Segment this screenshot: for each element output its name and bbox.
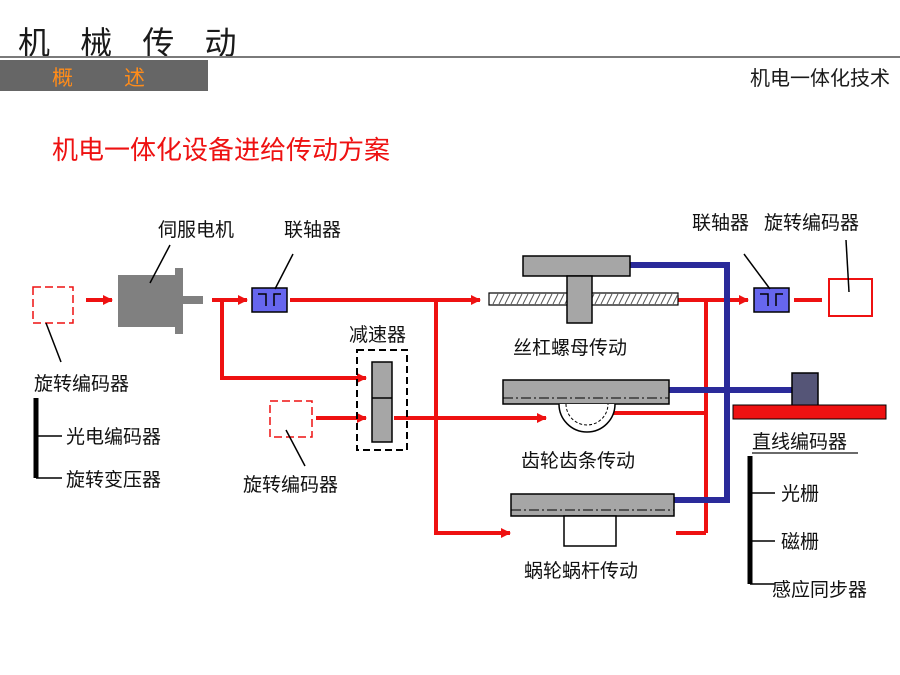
label-coupling-2: 联轴器 [692,212,749,234]
leader-coupling-1 [274,253,294,290]
label-coupling-1: 联轴器 [284,219,341,241]
header-divider [0,56,900,58]
linear-encoder-scale [732,404,887,420]
arrow-to-reducer [220,300,367,383]
screw-nut [566,275,593,324]
label-inductosyn: 感应同步器 [772,579,867,601]
label-rotary-encoder-left: 旋转编码器 [34,373,129,395]
servo-motor-shaft [183,296,203,304]
header-subtitle-first: 概 [52,66,73,90]
feedback-line-screw [628,262,730,503]
label-linear-encoder: 直线编码器 [752,431,847,453]
header-title: 机 械 传 动 [18,24,247,62]
label-servo-motor: 伺服电机 [158,219,234,241]
label-rotary-encoder-mid: 旋转编码器 [243,474,338,496]
coupling-2-icon [753,287,790,313]
label-rack-pinion: 齿轮齿条传动 [521,450,635,472]
coupling-1-icon [251,287,288,313]
label-grating: 光栅 [781,483,819,505]
label-magnetic-scale: 磁栅 [781,531,819,553]
rotary-encoder-left-box [32,286,74,324]
leader-encoder-mid [285,429,306,467]
pinion-gear [558,403,616,433]
header-section-bar [0,60,208,91]
servo-motor-flange [175,268,183,334]
label-reducer: 减速器 [349,324,406,346]
worm-wheel [563,515,617,547]
servo-motor-body [118,275,176,327]
label-rotary-encoder-top: 旋转编码器 [764,212,859,234]
label-resolver: 旋转变压器 [66,469,161,491]
linear-encoder-reader [791,372,819,408]
rotary-encoder-mid-box [269,400,313,438]
label-ball-screw: 丝杠螺母传动 [513,337,627,359]
screw-table [522,255,631,277]
page-title: 机电一体化设备进给传动方案 [52,136,391,166]
rotary-encoder-right-box [828,278,873,317]
reducer-frame [356,349,408,451]
leader-servo-motor [149,244,171,284]
rack-bar [502,379,670,405]
leader-encoder-right [845,239,850,293]
leader-encoder-left [45,322,62,363]
reducer-gear [371,361,393,443]
leader-coupling-2 [743,253,771,290]
header-subtitle-second: 述 [124,66,145,90]
header-course-name: 机电一体化技术 [750,66,890,90]
arrow-to-worm [434,300,511,538]
label-worm-gear: 蜗轮蜗杆传动 [524,560,638,582]
worm-bar [510,493,675,517]
label-photo-encoder: 光电编码器 [66,426,161,448]
